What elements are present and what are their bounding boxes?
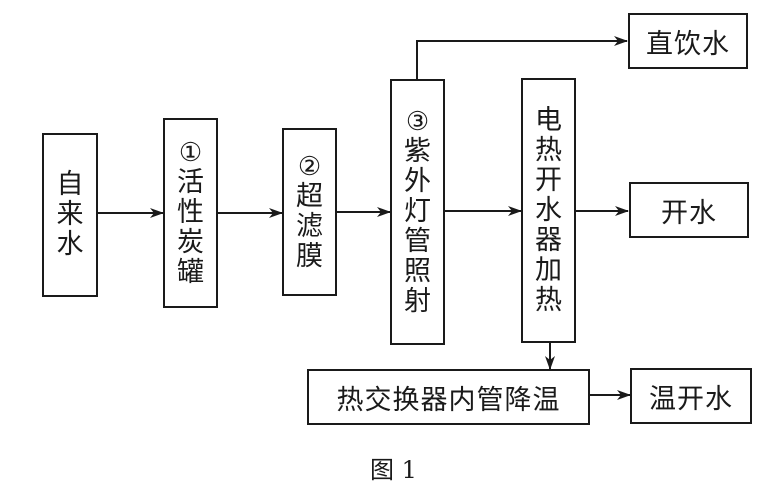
step-marker-1: ① xyxy=(178,138,203,168)
activated-carbon-label: 活性炭罐 xyxy=(177,168,204,288)
node-direct-drinking-water: 直饮水 xyxy=(628,13,748,69)
step-marker-3: ③ xyxy=(405,107,430,137)
label-char: 射 xyxy=(404,286,431,317)
label-char: 水 xyxy=(535,194,562,226)
label-char: 滤 xyxy=(296,211,323,242)
label-char: 管 xyxy=(404,226,431,257)
boiled-water-label: 开水 xyxy=(661,197,717,229)
step-marker-2: ② xyxy=(297,152,322,182)
warm-water-label: 温开水 xyxy=(649,383,733,415)
label-char: 膜 xyxy=(296,241,323,272)
label-char: 照 xyxy=(404,256,431,287)
label-char: 热 xyxy=(535,134,562,166)
label-char: 自 xyxy=(56,169,84,200)
label-char: 外 xyxy=(404,166,431,197)
label-char: 灯 xyxy=(404,196,431,227)
label-char: 紫 xyxy=(404,136,431,167)
label-char: 罐 xyxy=(177,257,204,288)
figure-caption: 图 1 xyxy=(370,456,417,484)
label-char: 器 xyxy=(535,224,562,256)
label-char: 水 xyxy=(56,229,84,260)
label-char: 超 xyxy=(296,181,323,212)
label-char: 炭 xyxy=(177,227,204,258)
node-tap-water: 自来水 xyxy=(42,133,98,297)
node-boiled-water: 开水 xyxy=(629,182,749,238)
electric-heater-label: 电热开水器加热 xyxy=(535,104,562,316)
tap-water-label: 自来水 xyxy=(57,170,84,260)
label-char: 活 xyxy=(177,167,204,198)
direct-drinking-water-label: 直饮水 xyxy=(646,28,730,60)
node-activated-carbon: ① 活性炭罐 xyxy=(163,118,218,308)
label-char: 开 xyxy=(535,164,562,196)
node-electric-heater: 电热开水器加热 xyxy=(521,78,576,343)
node-warm-water: 温开水 xyxy=(630,368,752,424)
label-char: 加 xyxy=(535,254,562,286)
heat-exchanger-label: 热交换器内管降温 xyxy=(336,384,561,416)
label-char: 性 xyxy=(177,197,204,228)
label-char: 电 xyxy=(535,104,562,136)
arrow-uv-to-direct-drink xyxy=(416,36,628,80)
uv-lamp-label: 紫外灯管照射 xyxy=(404,137,431,317)
node-uv-lamp: ③ 紫外灯管照射 xyxy=(390,79,445,345)
label-char: 热 xyxy=(535,284,562,316)
node-ultrafiltration: ② 超滤膜 xyxy=(282,128,337,296)
label-char: 来 xyxy=(56,199,84,230)
node-heat-exchanger: 热交换器内管降温 xyxy=(307,369,590,425)
ultrafiltration-label: 超滤膜 xyxy=(296,182,323,272)
